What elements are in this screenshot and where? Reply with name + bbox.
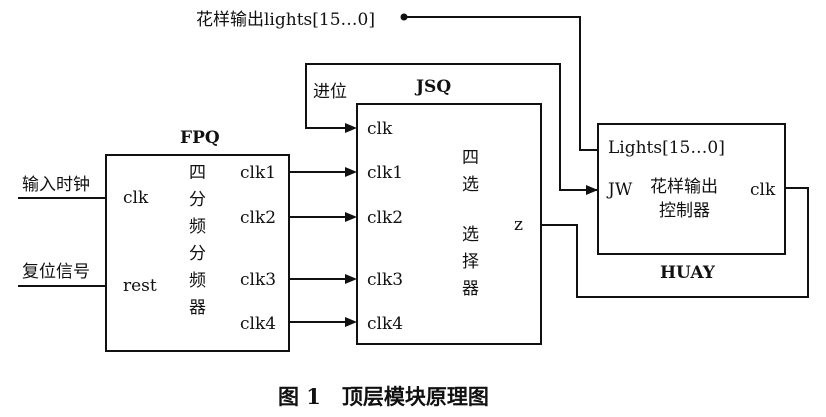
jsq-desc-char: 选 (462, 225, 479, 245)
clk4-arrow (345, 317, 357, 327)
jsq-port-clk2: clk2 (367, 208, 403, 228)
jsq-desc-char: 选 (462, 175, 479, 195)
fpq-desc-char: 四 (189, 163, 206, 183)
huay-title: HUAY (660, 263, 716, 283)
figure-caption: 图 1 顶层模块原理图 (278, 384, 489, 409)
huay-desc-line: 花样输出 (650, 177, 718, 197)
carry-label: 进位 (313, 82, 347, 102)
huay-port-lights: Lights[15…0] (608, 138, 725, 158)
clk1-arrow (345, 167, 357, 177)
jsq-port-clk: clk (367, 119, 393, 139)
lights-wire (404, 16, 598, 151)
clk2-arrow (345, 212, 357, 222)
fpq-desc-char: 频 (189, 271, 206, 291)
huay-desc-line: 控制器 (659, 201, 710, 221)
fpq-title: FPQ (180, 128, 220, 148)
jsq-port-clk3: clk3 (367, 270, 403, 290)
jw-arrow (586, 185, 598, 195)
fpq-desc-char: 器 (189, 298, 206, 318)
fpq-desc-char: 频 (189, 217, 206, 237)
fpq-port-clk2: clk2 (240, 208, 276, 228)
lights-output-label: 花样输出lights[15…0] (196, 10, 375, 30)
jsq-block (356, 103, 542, 345)
fpq-port-clk4: clk4 (240, 314, 276, 334)
fpq-desc-char: 分 (189, 244, 206, 264)
fpq-desc-char: 分 (189, 190, 206, 210)
z-to-huay-wire (541, 187, 809, 298)
fpq-port-clk3: clk3 (240, 270, 276, 290)
jsq-desc-char: 器 (462, 279, 479, 299)
jsq-title: JSQ (414, 77, 451, 97)
jsq-desc-char: 四 (462, 148, 479, 168)
clk3-arrow (345, 274, 357, 284)
huay-port-jw: JW (606, 180, 633, 200)
fpq-port-rest: rest (123, 276, 157, 296)
carry-arrow (345, 123, 357, 133)
huay-port-clk: clk (750, 180, 776, 200)
fpq-port-clk1: clk1 (240, 163, 276, 183)
clock-input-label: 输入时钟 (22, 175, 90, 195)
carry-wire (305, 63, 598, 191)
reset-input-label: 复位信号 (22, 262, 90, 282)
jsq-port-clk1: clk1 (367, 163, 403, 183)
fpq-block (105, 154, 290, 352)
fpq-port-clk: clk (123, 188, 149, 208)
jsq-desc-char: 择 (462, 252, 479, 272)
huay-block (597, 123, 786, 255)
jsq-port-z: z (514, 215, 523, 235)
jsq-port-clk4: clk4 (367, 314, 403, 334)
